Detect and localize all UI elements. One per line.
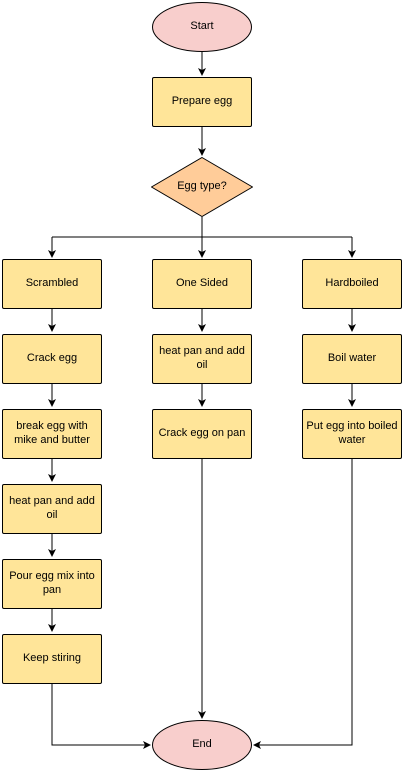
- end-ellipse-shape: [152, 720, 252, 770]
- end-node: End: [152, 720, 252, 770]
- scrambled-node: Scrambled: [2, 259, 102, 309]
- scrambled-step-1-label: Crack egg: [26, 352, 78, 365]
- one-sided-step-1-label: heat pan and add oil: [159, 345, 245, 371]
- scrambled-step-4: Pour egg mix into pan: [2, 559, 102, 609]
- edge-scrambled-end: [51, 684, 151, 749]
- hardboiled-node: Hardboiled: [302, 259, 402, 309]
- prepare-egg-label: Prepare egg: [171, 95, 233, 108]
- scrambled-step-1: Crack egg: [2, 334, 102, 384]
- one-sided-label: One Sided: [176, 277, 228, 290]
- scrambled-step-2: break egg with mike and butter: [2, 409, 102, 459]
- scrambled-step-5: Keep stiring: [2, 634, 102, 684]
- decision-diamond-shape: [151, 157, 253, 217]
- one-sided-node: One Sided: [152, 259, 252, 309]
- one-sided-step-2-label: Crack egg on pan: [158, 427, 246, 440]
- scrambled-step-3-label: heat pan and add oil: [9, 495, 95, 521]
- scrambled-step-3: heat pan and add oil: [2, 484, 102, 534]
- scrambled-step-2-label: break egg with mike and butter: [14, 420, 90, 446]
- decision-label: Egg type?: [177, 180, 227, 193]
- edge-decision-branches: [52, 217, 352, 238]
- scrambled-step-5-label: Keep stiring: [22, 652, 82, 665]
- hardboiled-step-1: Boil water: [302, 334, 402, 384]
- prepare-egg-node: Prepare egg: [152, 77, 252, 127]
- scrambled-label: Scrambled: [25, 277, 79, 290]
- edge-hardboiled-end: [253, 459, 353, 749]
- egg-type-decision: Egg type?: [151, 157, 253, 217]
- hardboiled-step-2: Put egg into boiled water: [302, 409, 402, 459]
- start-ellipse-shape: [152, 2, 252, 52]
- one-sided-step-2: Crack egg on pan: [152, 409, 252, 459]
- hardboiled-step-2-label: Put egg into boiled water: [306, 420, 398, 446]
- one-sided-step-1: heat pan and add oil: [152, 334, 252, 384]
- start-node: Start: [152, 2, 252, 52]
- start-label: Start: [190, 20, 214, 33]
- hardboiled-label: Hardboiled: [325, 277, 379, 290]
- hardboiled-step-1-label: Boil water: [327, 352, 377, 365]
- scrambled-step-4-label: Pour egg mix into pan: [9, 570, 95, 596]
- end-label: End: [192, 738, 212, 751]
